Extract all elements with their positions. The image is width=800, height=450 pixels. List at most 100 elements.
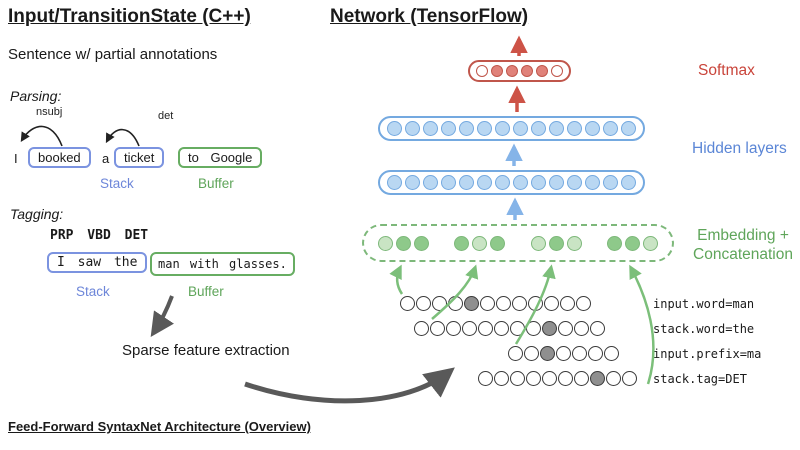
feature-unit — [480, 296, 495, 311]
nsubj-dependency-arc — [20, 125, 63, 147]
softmax-unit — [551, 65, 563, 77]
feature-unit — [590, 321, 605, 336]
embedding-label: Embedding + Concatenation — [678, 226, 800, 264]
hidden-unit — [621, 121, 636, 136]
pos-tags: PRP VBD DET — [50, 228, 149, 243]
hidden-unit — [477, 121, 492, 136]
softmax-box — [468, 60, 571, 82]
feature-unit — [462, 321, 477, 336]
parsing-stack-box-booked: booked — [28, 147, 91, 168]
hidden-unit — [423, 175, 438, 190]
feature-unit — [478, 371, 493, 386]
feature-row — [414, 321, 605, 336]
softmax-unit — [491, 65, 503, 77]
feature-unit — [540, 346, 555, 361]
feature-unit — [478, 321, 493, 336]
feature-label: stack.tag=DET — [653, 372, 747, 386]
embedding-unit — [414, 235, 429, 251]
tagging-stack-box: I saw the — [47, 252, 148, 273]
feature-unit — [542, 371, 557, 386]
feature-unit — [400, 296, 415, 311]
hidden-unit — [405, 175, 420, 190]
softmax-unit — [506, 65, 518, 77]
embedding-unit — [548, 235, 564, 251]
feature-unit — [558, 321, 573, 336]
hidden-unit — [459, 121, 474, 136]
parsing-buffer-box: to Google — [178, 147, 263, 168]
hidden-unit — [387, 121, 402, 136]
feature-unit — [494, 321, 509, 336]
feature-unit — [544, 296, 559, 311]
left-subtitle: Sentence w/ partial annotations — [8, 46, 218, 63]
feature-unit — [464, 296, 479, 311]
embedding-group — [606, 235, 658, 251]
feature-row — [400, 296, 591, 311]
hidden-unit — [567, 175, 582, 190]
feature2-to-embedding-arrow — [431, 264, 479, 320]
hidden-layers-label: Hidden layers — [692, 140, 787, 157]
feature-unit — [556, 346, 571, 361]
embedding-group — [530, 235, 582, 251]
feature1-to-embedding-arrow — [389, 264, 404, 295]
hidden-unit — [495, 175, 510, 190]
feature-unit — [528, 296, 543, 311]
embedding-unit — [490, 235, 506, 251]
feature-unit — [510, 321, 525, 336]
feature-unit — [572, 346, 587, 361]
feature-unit — [512, 296, 527, 311]
hidden-unit — [513, 175, 528, 190]
feature-unit — [560, 296, 575, 311]
embedding-label-line2: Concatenation — [693, 246, 793, 263]
tagging-to-sparse-arrow — [150, 295, 174, 337]
parsing-heading: Parsing: — [10, 88, 62, 104]
feature-unit — [606, 371, 621, 386]
hidden-unit — [621, 175, 636, 190]
hidden-unit — [477, 175, 492, 190]
feature-unit — [510, 371, 525, 386]
feature-row — [508, 346, 619, 361]
hidden-unit — [603, 121, 618, 136]
feature-unit — [622, 371, 637, 386]
hidden-unit — [585, 121, 600, 136]
left-title: Input/TransitionState (C++) — [8, 6, 251, 27]
embedding-unit — [378, 235, 393, 251]
embedding-unit — [566, 235, 582, 251]
feature-unit — [590, 371, 605, 386]
hidden-unit — [603, 175, 618, 190]
softmax-unit — [476, 65, 488, 77]
hidden-layer-box — [378, 116, 645, 141]
feature-unit — [574, 371, 589, 386]
hidden-unit — [459, 175, 474, 190]
det-dependency-arc — [105, 128, 140, 147]
tagging-heading: Tagging: — [10, 206, 64, 222]
feature-unit — [558, 371, 573, 386]
hidden-layer-box — [378, 170, 645, 195]
hidden-unit — [387, 175, 402, 190]
feature-unit — [432, 296, 447, 311]
embedding-unit — [530, 235, 546, 251]
parsing-stack-box-ticket: ticket — [114, 147, 165, 168]
hidden-unit — [405, 121, 420, 136]
feature-unit — [448, 296, 463, 311]
feature-unit — [416, 296, 431, 311]
embedding-box — [362, 224, 674, 262]
feature4-to-embedding-arrow — [629, 264, 655, 385]
tagging-stack-label: Stack — [76, 284, 110, 299]
embedding-unit — [624, 235, 640, 251]
hidden-unit — [531, 121, 546, 136]
network-title: Network (TensorFlow) — [330, 6, 529, 27]
feature-unit — [604, 346, 619, 361]
hidden-unit — [531, 175, 546, 190]
feature-unit — [588, 346, 603, 361]
embedding-unit — [472, 235, 488, 251]
parsing-word-a: a — [102, 151, 110, 166]
hidden-unit — [567, 121, 582, 136]
softmax-label: Softmax — [698, 62, 755, 79]
sparse-to-network-arrow — [244, 367, 455, 404]
feature-unit — [574, 321, 589, 336]
feature-unit — [524, 346, 539, 361]
feature-unit — [446, 321, 461, 336]
hidden-unit — [495, 121, 510, 136]
feature-unit — [542, 321, 557, 336]
hidden-unit — [441, 175, 456, 190]
